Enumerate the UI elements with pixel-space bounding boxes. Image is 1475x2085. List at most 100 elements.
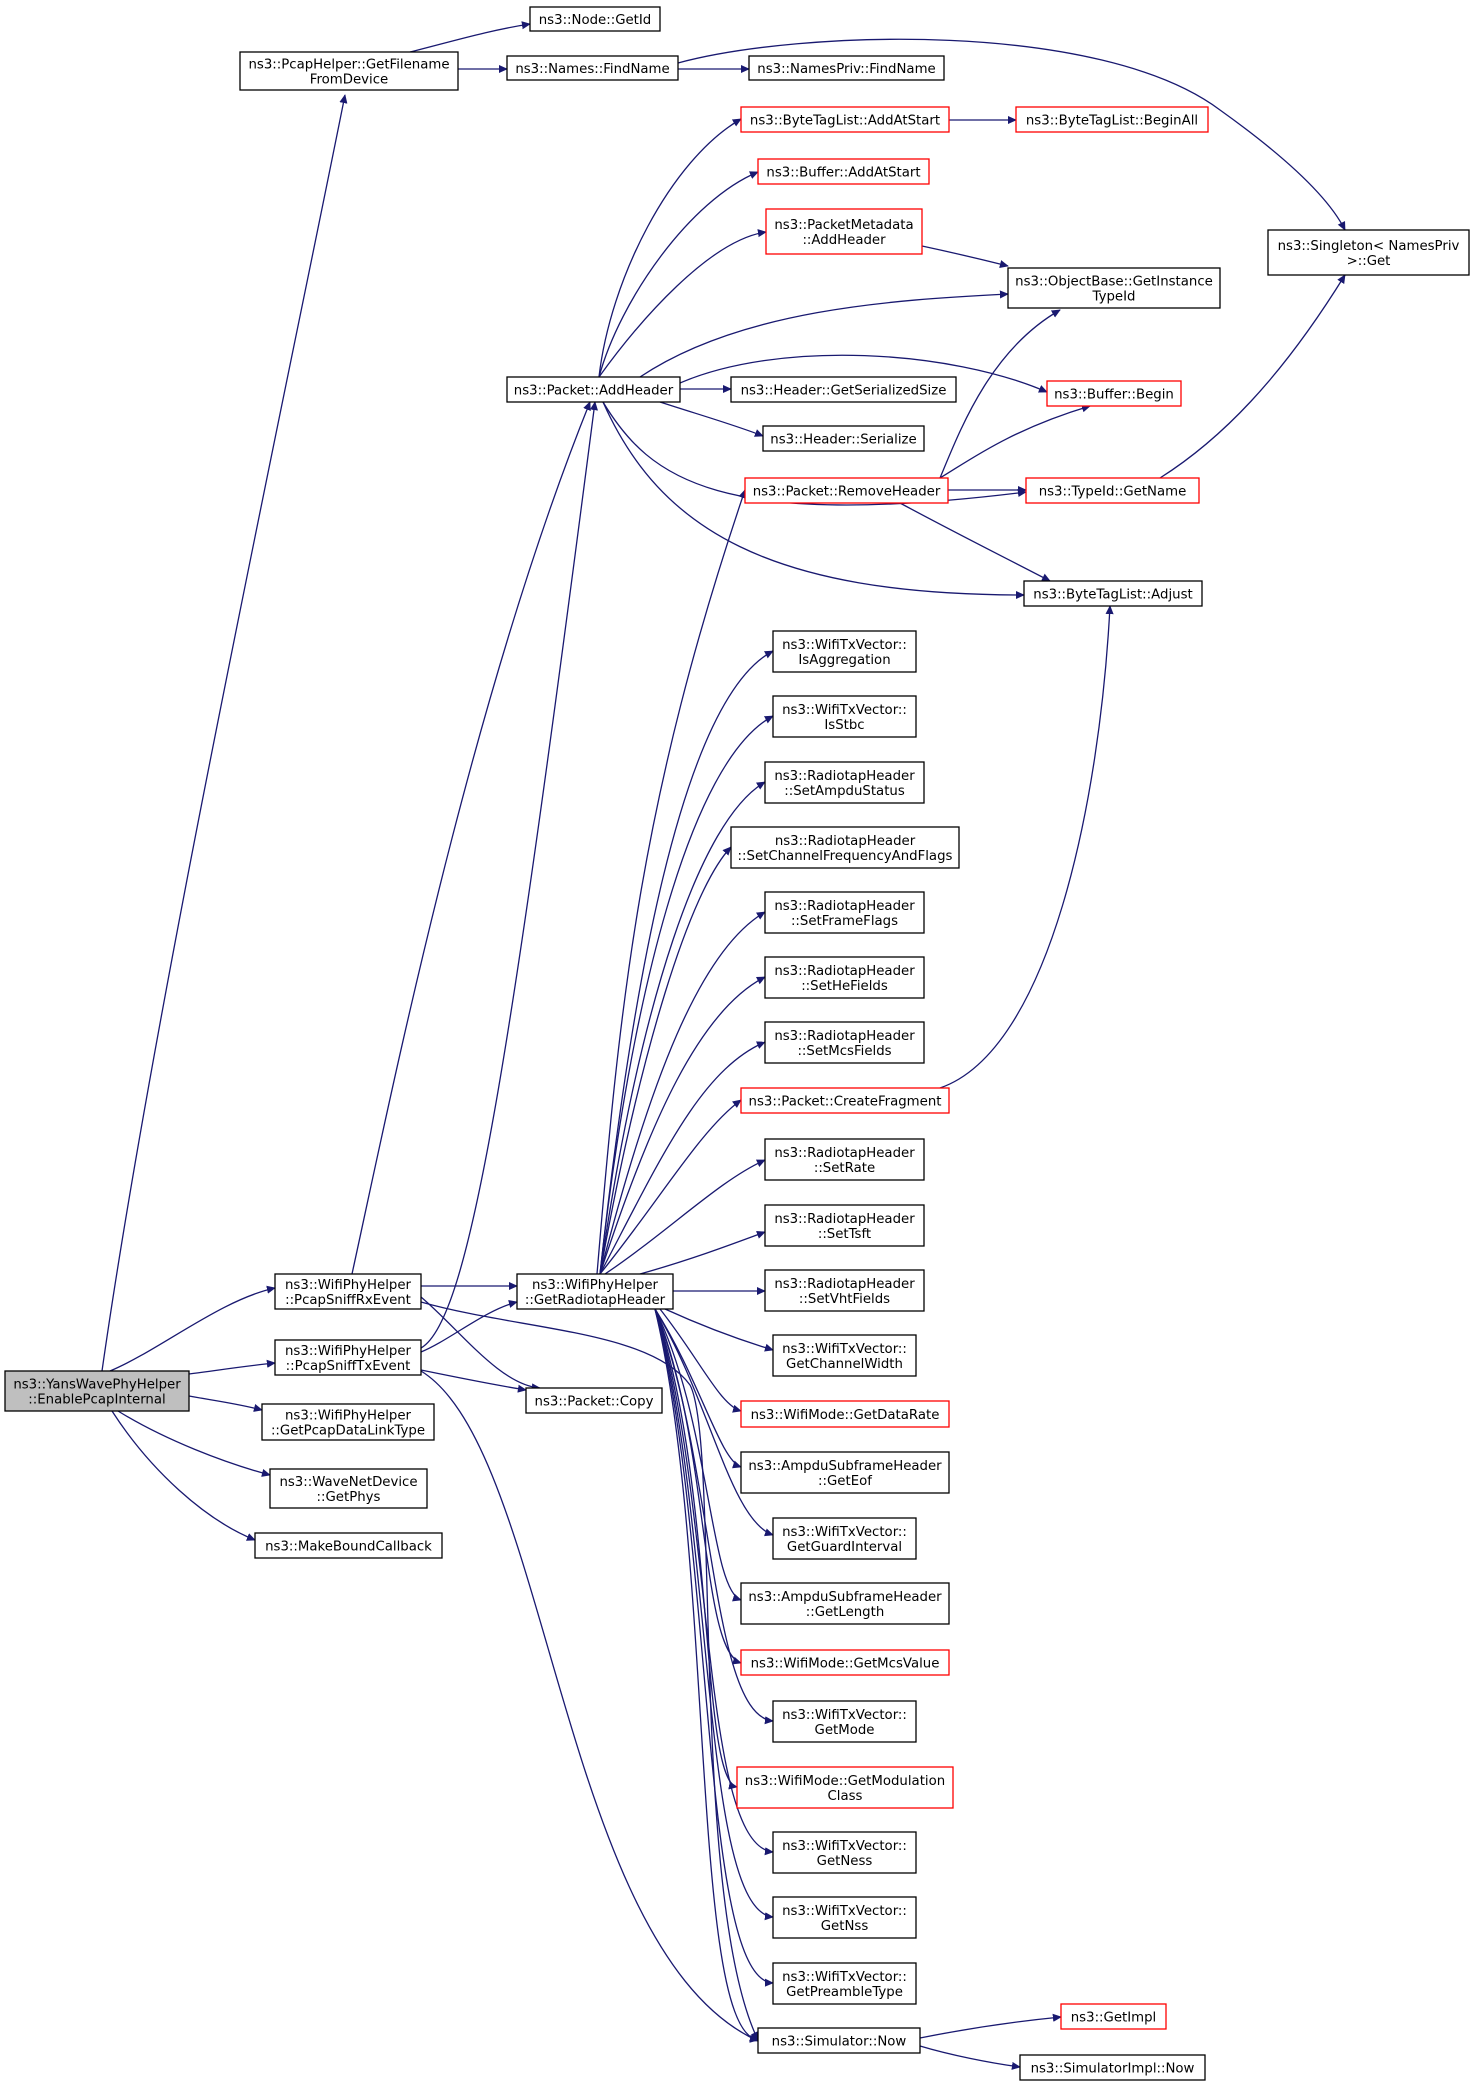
node-simnow[interactable]: ns3::Simulator::Now [757,2027,921,2054]
node-getpreambletype[interactable]: ns3::WifiTxVector::GetPreambleType [772,1962,917,2005]
edge-to-isaggregation [599,650,774,1275]
edge-to-pkt_addheader [420,401,598,1349]
node-pcapsniffrx[interactable]: ns3::WifiPhyHelper::PcapSniffRxEvent [274,1273,422,1310]
edge-line [659,401,764,437]
node-box [772,1962,917,2005]
node-setmcsfields[interactable]: ns3::RadiotapHeader::SetMcsFields [764,1021,925,1064]
node-getguardinterval[interactable]: ns3::WifiTxVector::GetGuardInterval [772,1517,917,1560]
node-label: ::EnablePcapInternal [28,1393,165,1408]
edge-to-getinstancetypeid [939,309,1061,479]
node-box [506,55,679,81]
node-label: ::GetLength [806,1605,885,1620]
node-box [740,1582,950,1625]
node-box [730,376,957,403]
node-createfragment[interactable]: ns3::Packet::CreateFragment [740,1087,950,1114]
node-makebound[interactable]: ns3::MakeBoundCallback [254,1532,443,1559]
node-pkt_addheader[interactable]: ns3::Packet::AddHeader [506,376,681,403]
node-label: ::GetEof [818,1474,872,1489]
edge-to-getinstancetypeid [639,290,1009,378]
node-namesprivfind[interactable]: ns3::NamesPriv::FindName [748,55,945,81]
node-getpcapdlt[interactable]: ns3::WifiPhyHelper::GetPcapDataLinkType [261,1403,435,1441]
node-sethefields[interactable]: ns3::RadiotapHeader::SetHeFields [764,956,925,999]
node-getdatarate[interactable]: ns3::WifiMode::GetDataRate [740,1400,950,1428]
node-buf_begin[interactable]: ns3::Buffer::Begin [1046,380,1182,407]
edge-to-buf_begin [679,354,1048,393]
node-getmode[interactable]: ns3::WifiTxVector::GetMode [772,1700,917,1743]
node-btl_addatstart[interactable]: ns3::ByteTagList::AddAtStart [740,106,950,133]
node-box [1015,106,1209,133]
node-hdr_serialize[interactable]: ns3::Header::Serialize [762,425,925,452]
node-getimpl[interactable]: ns3::GetImpl [1060,2003,1167,2030]
node-getphys[interactable]: ns3::WaveNetDevice::GetPhys [269,1468,428,1509]
node-getnss[interactable]: ns3::WifiTxVector::GetNss [772,1896,917,1939]
node-setframeflags[interactable]: ns3::RadiotapHeader::SetFrameFlags [764,891,925,934]
node-simimplnow[interactable]: ns3::SimulatorImpl::Now [1019,2054,1206,2081]
node-getserializedsize[interactable]: ns3::Header::GetSerializedSize [730,376,957,403]
node-setchannelfreq[interactable]: ns3::RadiotapHeader::SetChannelFrequency… [730,826,960,869]
node-label: ::SetChannelFrequencyAndFlags [738,849,953,864]
node-geteof[interactable]: ns3::AmpduSubframeHeader::GetEof [740,1451,950,1494]
node-label: ns3::MakeBoundCallback [265,1540,432,1555]
edge-line [899,502,1051,582]
edge-to-createfragment [599,1099,742,1275]
node-setvhtfields[interactable]: ns3::RadiotapHeader::SetVhtFields [764,1269,925,1312]
node-settsft[interactable]: ns3::RadiotapHeader::SetTsft [764,1204,925,1247]
node-isstbc[interactable]: ns3::WifiTxVector::IsStbc [772,695,917,738]
node-setrate[interactable]: ns3::RadiotapHeader::SetRate [764,1138,925,1181]
node-namesfind[interactable]: ns3::Names::FindName [506,55,679,81]
edges [101,21,1346,2070]
node-pm_addheader[interactable]: ns3::PacketMetadata::AddHeader [765,208,923,255]
edge-to-getid [409,21,531,53]
node-setampdustatus[interactable]: ns3::RadiotapHeader::SetAmpduStatus [764,761,925,804]
node-pcapsnifftx[interactable]: ns3::WifiPhyHelper::PcapSniffTxEvent [274,1339,422,1376]
node-root[interactable]: ns3::YansWavePhyHelper::EnablePcapIntern… [4,1370,190,1412]
edge-to-btl_adjust [899,502,1051,582]
nodes: ns3::YansWavePhyHelper::EnablePcapIntern… [4,6,1470,2081]
edge-line [409,21,531,53]
node-box [274,1339,422,1376]
node-isaggregation[interactable]: ns3::WifiTxVector::IsAggregation [772,630,917,673]
node-label: ns3::ObjectBase::GetInstance [1015,275,1213,290]
node-getness[interactable]: ns3::WifiTxVector::GetNess [772,1831,917,1874]
node-typeid_getname[interactable]: ns3::TypeId::GetName [1025,477,1200,504]
node-box [261,1403,435,1441]
edge-line [188,1359,276,1375]
node-box [1025,477,1200,504]
edge-to-getdatarate [659,1308,742,1413]
node-getmcsvalue[interactable]: ns3::WifiMode::GetMcsValue [740,1649,950,1676]
node-getchannelwidth[interactable]: ns3::WifiTxVector::GetChannelWidth [772,1334,917,1377]
edge-to-getpreambletype [654,1308,774,1987]
node-label: ns3::RadiotapHeader [774,1212,915,1227]
node-box [1023,580,1203,607]
node-label: ns3::Packet::RemoveHeader [753,485,941,500]
node-singletonget[interactable]: ns3::Singleton< NamesPriv>::Get [1267,229,1470,276]
edge-to-setrate [604,1159,766,1275]
node-removeheader[interactable]: ns3::Packet::RemoveHeader [744,477,949,504]
node-box [772,630,917,673]
edge-to-simnow [420,1301,759,2041]
node-getlength[interactable]: ns3::AmpduSubframeHeader::GetLength [740,1582,950,1625]
node-buf_addatstart[interactable]: ns3::Buffer::AddAtStart [757,158,930,185]
edge-to-pkt_addheader [351,401,591,1275]
node-label: ::SetHeFields [801,979,888,994]
node-box [757,158,930,185]
node-getradiotap[interactable]: ns3::WifiPhyHelper::GetRadiotapHeader [516,1273,674,1310]
node-label: GetNess [817,1854,873,1869]
node-btl_adjust[interactable]: ns3::ByteTagList::Adjust [1023,580,1203,607]
node-label: ::SetAmpduStatus [784,784,905,799]
edge-line [602,401,1025,600]
node-label: ns3::WifiPhyHelper [285,1278,412,1293]
edge-line [420,401,598,1349]
node-getid[interactable]: ns3::Node::GetId [529,6,661,32]
edge-line [654,1308,774,1921]
node-label: ns3::RadiotapHeader [774,899,915,914]
node-btl_beginall[interactable]: ns3::ByteTagList::BeginAll [1015,106,1209,133]
node-box [529,6,661,32]
node-box [516,1273,674,1310]
node-packetcopy[interactable]: ns3::Packet::Copy [525,1387,663,1414]
edge-to-removeheader [596,489,747,1275]
edge-line [117,1410,271,1477]
